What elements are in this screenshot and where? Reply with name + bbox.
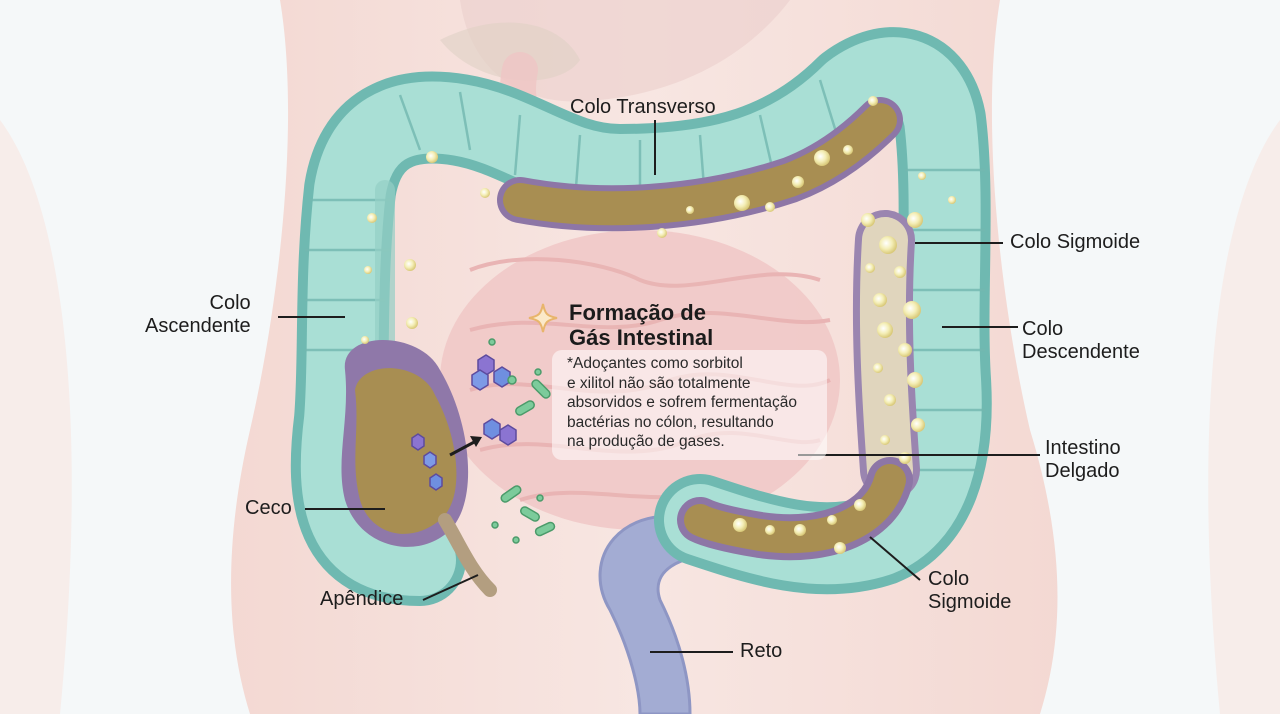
label-colo-sigmoide-bottom: Colo Sigmoide [928, 568, 1011, 614]
gas-bubbles [361, 96, 956, 554]
label-colo-ascendente: Colo Ascendente [145, 292, 251, 338]
label-line: Ascendente [145, 315, 251, 337]
info-title-line: Gás Intestinal [569, 325, 714, 350]
sparkle-icon [528, 303, 558, 333]
label-line: Delgado [1045, 460, 1120, 482]
cecum-stool [355, 368, 457, 534]
transverse-stool [503, 103, 897, 226]
liver-shape [440, 22, 580, 81]
label-line: Colo [928, 568, 970, 590]
label-line: Sigmoide [928, 591, 1012, 613]
info-panel-backdrop [552, 350, 827, 460]
info-text-line: na produção de gases. [567, 433, 725, 450]
label-line: Colo [1022, 318, 1064, 340]
fermentation-arrow [449, 438, 479, 457]
sugar-molecules [411, 354, 517, 491]
label-colo-transverso: Colo Transverso [570, 96, 716, 118]
info-text-line: *Adoçantes como sorbitol [567, 355, 743, 372]
label-intestino-delgado: Intestino Delgado [1045, 437, 1121, 483]
label-reto: Reto [740, 640, 783, 662]
label-colo-sigmoide-top: Colo Sigmoide [1010, 231, 1141, 253]
label-line: Colo [209, 292, 251, 314]
label-ceco: Ceco [245, 497, 292, 519]
label-line: Descendente [1022, 341, 1140, 363]
label-colo-descendente: Colo Descendente [1022, 318, 1140, 364]
info-text-line: e xilitol não são totalmente [567, 374, 751, 392]
arm-left [0, 120, 72, 714]
info-title: Formação de Gás Intestinal [569, 300, 713, 350]
arrow-head [470, 436, 482, 447]
info-title-line: Formação de [569, 300, 706, 325]
leader-lines [278, 120, 1040, 653]
info-text-line: bactérias no cólon, resultando [567, 413, 774, 431]
info-text-line: absorvidos e sofrem fermentação [567, 394, 798, 411]
info-text: *Adoçantes como sorbitol e xilitol não s… [567, 354, 847, 452]
bacteria [488, 338, 556, 544]
label-apendice: Apêndice [320, 588, 404, 610]
appendix [438, 513, 497, 597]
label-line: Intestino [1045, 437, 1121, 459]
colon-inner [300, 37, 982, 596]
arm-right [1208, 120, 1280, 714]
